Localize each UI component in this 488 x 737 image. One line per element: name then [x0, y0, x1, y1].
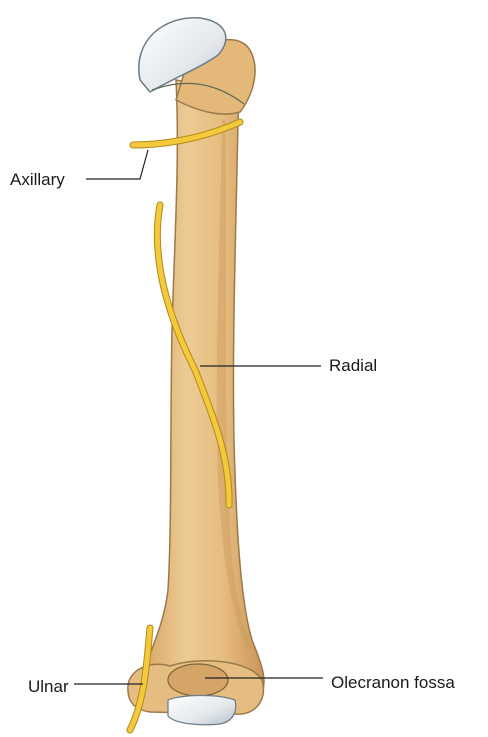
label-radial: Radial	[329, 357, 377, 374]
label-ulnar: Ulnar	[28, 678, 69, 695]
trochlea-cartilage	[168, 695, 236, 724]
olecranon-fossa	[168, 664, 228, 696]
leader-axillary	[86, 150, 148, 179]
label-olecranon-fossa: Olecranon fossa	[331, 674, 455, 691]
label-axillary: Axillary	[10, 171, 65, 188]
